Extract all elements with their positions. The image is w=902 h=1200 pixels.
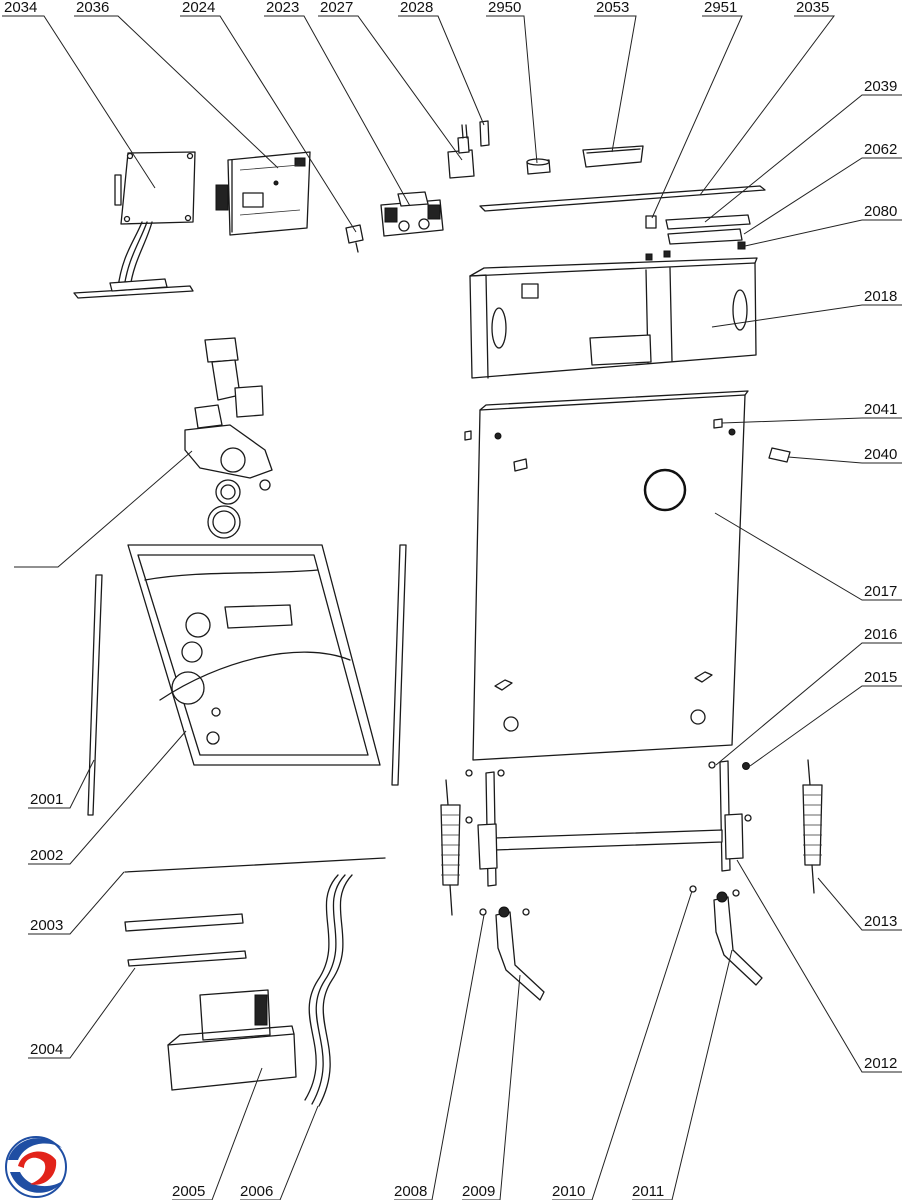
part-2035-strip	[479, 185, 766, 212]
callout-labels: 2034 2036 2024 2023 2027 2028 2950 2053 …	[4, 0, 897, 1200]
callout-2040: 2040	[864, 446, 897, 463]
leader-lines	[2, 15, 902, 1200]
callout-2016: 2016	[864, 626, 897, 643]
callout-2053: 2053	[596, 0, 629, 16]
part-2027-switch	[447, 124, 475, 179]
part-2080-pad	[645, 241, 746, 261]
callout-2013: 2013	[864, 913, 897, 930]
callout-2012: 2012	[864, 1055, 897, 1072]
callout-2041: 2041	[864, 401, 897, 418]
callout-2062: 2062	[864, 141, 897, 158]
part-2028-pin	[479, 120, 490, 147]
callout-2001: 2001	[30, 791, 63, 808]
part-2951-clip	[645, 215, 657, 229]
part-2018-control-panel	[469, 257, 758, 379]
part-2001-side-seal	[87, 574, 103, 816]
part-2034-control-board	[73, 151, 196, 299]
part-side-seal-right	[391, 544, 407, 786]
callout-2024: 2024	[182, 0, 215, 16]
part-2003-bottom-strip	[124, 857, 386, 873]
callout-2006: 2006	[240, 1183, 273, 1200]
small-screws	[465, 761, 752, 916]
swirl-logo-icon	[5, 1136, 67, 1198]
callout-2951: 2951	[704, 0, 737, 16]
callout-2036: 2036	[76, 0, 109, 16]
part-2053-handle	[582, 145, 644, 168]
callout-2002: 2002	[30, 847, 63, 864]
callout-2080: 2080	[864, 203, 897, 220]
callout-2028: 2028	[400, 0, 433, 16]
callout-2010: 2010	[552, 1183, 585, 1200]
part-2040-clip	[768, 447, 791, 463]
callout-2018: 2018	[864, 288, 897, 305]
callout-2023: 2023	[266, 0, 299, 16]
part-2005-cover	[167, 989, 297, 1091]
callout-2027: 2027	[320, 0, 353, 16]
part-2013-spring-right	[802, 759, 823, 894]
callout-2017: 2017	[864, 583, 897, 600]
callout-2004: 2004	[30, 1041, 63, 1058]
part-2002-inner-door	[127, 544, 381, 766]
part-2006-wires	[304, 874, 353, 1107]
part-2062-lens	[667, 228, 743, 245]
part-dispenser-assembly	[184, 337, 273, 539]
callout-2008: 2008	[394, 1183, 427, 1200]
callout-2035: 2035	[796, 0, 829, 16]
part-2041-screw	[464, 418, 723, 441]
part-2039-bezel	[665, 214, 751, 230]
callout-2950: 2950	[488, 0, 521, 16]
part-2011-hinge-arm	[713, 891, 763, 986]
part-2024-sensor	[345, 224, 364, 253]
part-2036-power-board	[215, 151, 311, 236]
callout-2011: 2011	[632, 1183, 664, 1200]
callout-2003: 2003	[30, 917, 63, 934]
callout-2009: 2009	[462, 1183, 495, 1200]
part-2017-door-panel	[472, 390, 749, 761]
part-2012-hinge-frame	[477, 760, 744, 887]
part-2023-door-lock	[380, 191, 444, 237]
callout-2015: 2015	[864, 669, 897, 686]
callout-2039: 2039	[864, 78, 897, 95]
callout-2034: 2034	[4, 0, 37, 16]
callout-2005: 2005	[172, 1183, 205, 1200]
part-2950-nut	[526, 158, 551, 175]
part-2009-hinge-arm	[495, 906, 545, 1001]
part-spring-left	[440, 779, 461, 916]
part-2004-brackets	[124, 913, 247, 967]
